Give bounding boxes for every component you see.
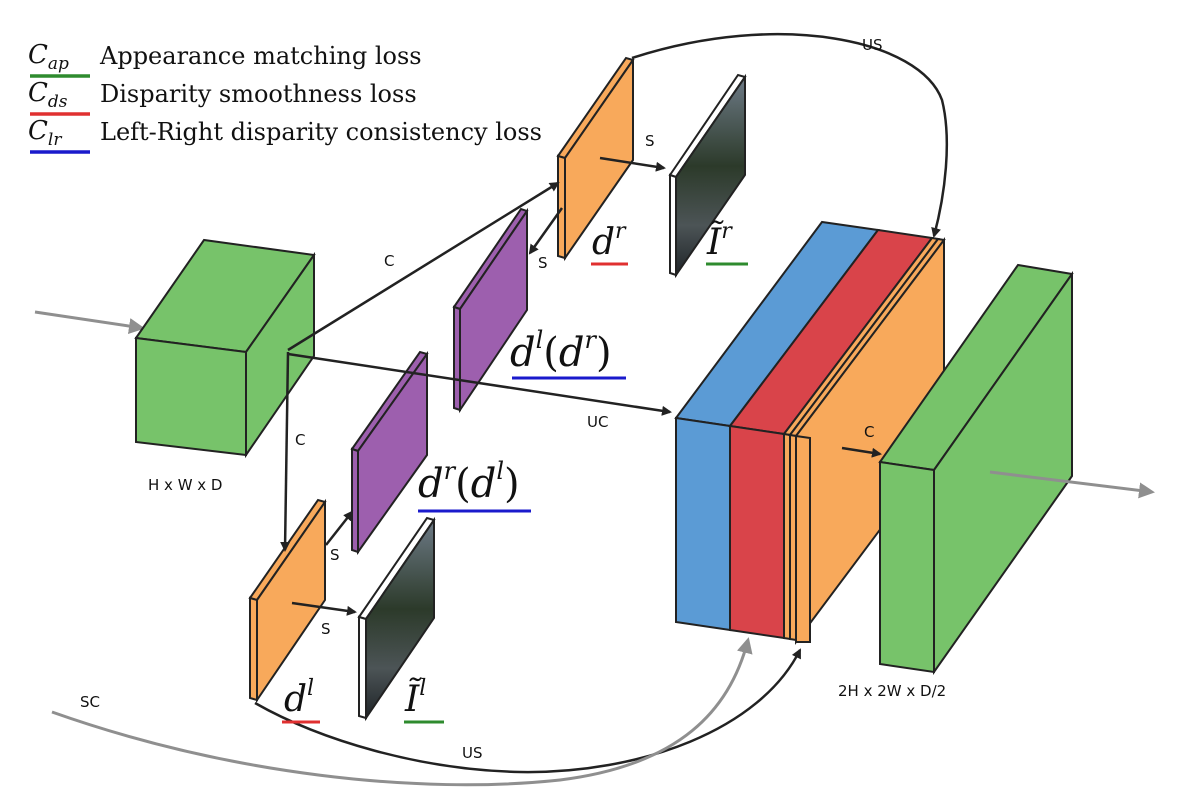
math-il: Ĩl	[404, 676, 444, 724]
label-concat-out: C	[864, 423, 874, 441]
svg-text:dr: dr	[592, 219, 627, 263]
input-dimension-label: H x W x D	[148, 476, 223, 494]
arrow-concat-out	[841, 446, 882, 458]
label-skip-connection: SC	[80, 693, 100, 711]
label-sample-bottom-purple: S	[330, 546, 340, 564]
legend-symbol-lr: Clr	[28, 116, 62, 150]
legend-symbol-ds: Cds	[28, 78, 68, 112]
top-reconstructed-image	[668, 73, 747, 279]
input-block-front	[135, 336, 247, 457]
bottom-reconstructed-image	[357, 516, 436, 722]
stack-orange-front	[795, 434, 811, 643]
input-arrow	[34, 310, 145, 334]
arrow-to-bottom-slab	[280, 351, 291, 552]
arrow-top-sample-purple	[528, 207, 564, 255]
arrow-upsample-bottom	[254, 648, 802, 774]
bottom-disparity-slab	[248, 498, 327, 704]
legend-label-ds: Disparity smoothness loss	[100, 80, 417, 108]
legend-item-consistency: Clr Left-Right disparity consistency los…	[28, 116, 542, 154]
math-dr-dl: dr(dl)	[418, 457, 531, 513]
legend-item-smoothness: Cds Disparity smoothness loss	[28, 78, 417, 116]
top-disparity-slab	[556, 56, 635, 262]
label-upsample-bottom: US	[462, 744, 483, 762]
math-dl: dl	[282, 676, 320, 724]
label-upconcat: UC	[587, 413, 608, 431]
output-arrow	[989, 470, 1155, 499]
legend-label-lr: Left-Right disparity consistency loss	[100, 118, 542, 146]
arrow-skip-connection	[51, 637, 753, 787]
svg-text:Ĩr: Ĩr	[706, 219, 733, 263]
left-from-right-disparity-slab	[452, 207, 529, 414]
svg-text:dr(dl): dr(dl)	[418, 457, 520, 507]
label-upsample-top: US	[862, 36, 883, 54]
label-sample-top-image: S	[645, 132, 655, 150]
legend-item-appearance: Cap Appearance matching loss	[28, 40, 422, 78]
math-dl-dr: dl(dr)	[510, 326, 626, 380]
output-dimension-label: 2H x 2W x D/2	[838, 682, 946, 700]
label-concat-top: C	[384, 252, 394, 270]
arrow-upsample-top	[631, 32, 949, 238]
legend-symbol-ap: Cap	[28, 40, 69, 74]
svg-text:dl(dr): dl(dr)	[510, 326, 612, 376]
legend-label-ap: Appearance matching loss	[99, 42, 422, 70]
arrow-top-sample-image	[599, 156, 666, 172]
concatenated-feature-stack	[674, 220, 946, 646]
arrow-bottom-sample-image	[291, 601, 357, 616]
arrow-bottom-sample-purple	[325, 510, 354, 546]
stack-red-front	[729, 424, 785, 640]
arrow-upconcat	[287, 352, 672, 416]
svg-text:dl: dl	[284, 676, 314, 720]
stack-blue-front	[675, 416, 731, 632]
arrow-to-top-slab	[287, 181, 560, 352]
output-block-front	[879, 460, 935, 674]
math-dr: dr	[591, 219, 628, 266]
label-sample-bottom-image: S	[321, 620, 331, 638]
svg-text:Ĩl: Ĩl	[404, 676, 426, 720]
math-ir: Ĩr	[706, 219, 748, 266]
input-block	[134, 238, 316, 459]
label-sample-top-purple: S	[538, 254, 548, 272]
legend: Cap Appearance matching loss Cds Dispari…	[28, 40, 542, 154]
right-from-left-disparity-slab	[350, 350, 429, 556]
label-concat-left: C	[295, 431, 305, 449]
